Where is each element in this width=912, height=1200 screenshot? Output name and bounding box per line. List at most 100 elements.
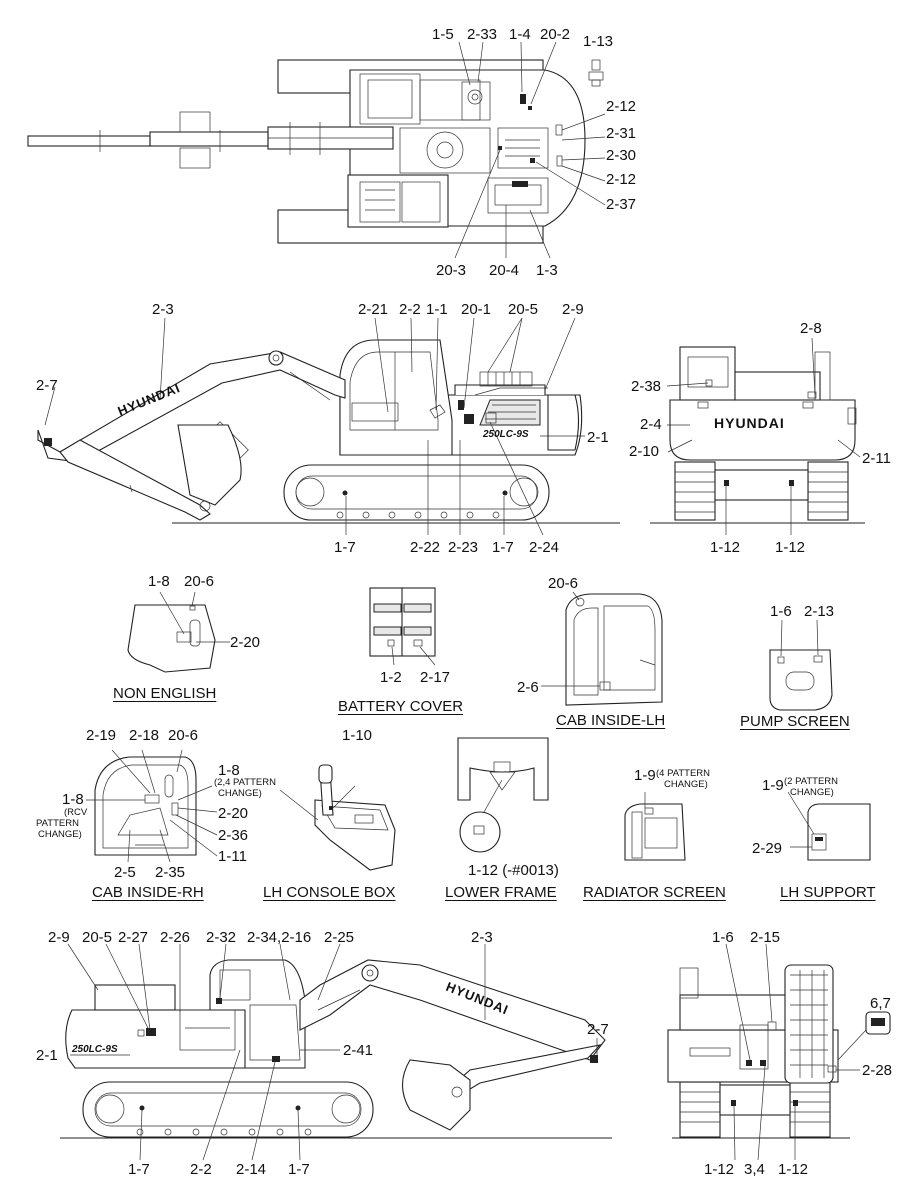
callout-label: 2-21 xyxy=(358,301,389,318)
callout-label: 2-17 xyxy=(420,669,451,686)
callout-label: 1-12 xyxy=(775,539,806,556)
right-side-view-drawing xyxy=(60,943,612,1161)
callout-label: 1-8 xyxy=(148,573,170,590)
callout-label: 2-30 xyxy=(606,147,637,164)
pattern-note: CHANGE) xyxy=(790,787,834,798)
callout-label: 1-3 xyxy=(536,262,558,279)
caption-radiator-screen: RADIATOR SCREEN xyxy=(583,884,726,901)
callout-label: 1-5 xyxy=(432,26,454,43)
pattern-note: (2 PATTERN xyxy=(784,776,839,787)
callout-label: 2-9 xyxy=(562,301,584,318)
callout-label: 2-12 xyxy=(606,171,637,188)
callout-label: 1-7 xyxy=(492,539,514,556)
caption-cab-inside-rh: CAB INSIDE-RH xyxy=(92,884,204,901)
callout-label: 2-33 xyxy=(467,26,498,43)
pattern-note: CHANGE) xyxy=(38,829,82,840)
callout-label: 1-2 xyxy=(380,669,402,686)
callout-label: 2-4 xyxy=(640,416,662,433)
callout-label: 2-12 xyxy=(606,98,637,115)
callout-label: 1-8 xyxy=(62,791,84,808)
callout-label: 1-9 xyxy=(762,777,784,794)
callout-label: 2-25 xyxy=(324,929,355,946)
callout-label: 2-23 xyxy=(448,539,479,556)
callout-label: 2-32 xyxy=(206,929,237,946)
front-view-drawing xyxy=(667,943,891,1161)
callout-label: 2-37 xyxy=(606,196,637,213)
callout-label: 2-28 xyxy=(862,1062,893,1079)
callout-label: 2-22 xyxy=(410,539,441,556)
callout-label: 1-12 (-#0013) xyxy=(468,862,559,879)
top-view-drawing xyxy=(27,41,606,259)
callout-label: 20-6 xyxy=(184,573,215,590)
caption-lower-frame: LOWER FRAME xyxy=(445,884,557,901)
callout-label: 2-34,2-16 xyxy=(247,929,312,946)
callout-label: 1-9 xyxy=(634,767,656,784)
callout-label: 2-18 xyxy=(129,727,160,744)
callout-label: 2-7 xyxy=(587,1021,609,1038)
caption-battery-cover: BATTERY COVER xyxy=(338,698,464,715)
callout-label: 2-10 xyxy=(629,443,660,460)
callout-label: 20-3 xyxy=(436,262,467,279)
lh-console-box-drawing xyxy=(279,764,396,871)
caption-lh-support: LH SUPPORT xyxy=(780,884,876,901)
pattern-note: CHANGE) xyxy=(664,779,708,790)
cab-inside-rh-drawing xyxy=(86,749,218,863)
caption-lh-console-box: LH CONSOLE BOX xyxy=(263,884,396,901)
pattern-note: (2,4 PATTERN xyxy=(214,777,276,788)
radiator-screen-drawing xyxy=(624,792,686,861)
callout-label: 1-7 xyxy=(334,539,356,556)
model-badge-left: 250LC-9S xyxy=(482,429,529,440)
callout-label: 2-35 xyxy=(155,864,186,881)
battery-cover-drawing xyxy=(369,587,436,666)
callout-label: 2-29 xyxy=(752,840,783,857)
callout-label: 1-6 xyxy=(712,929,734,946)
caption-cab-inside-lh: CAB INSIDE-LH xyxy=(556,712,666,729)
callout-label: 2-5 xyxy=(114,864,136,881)
callout-label: 20-5 xyxy=(508,301,539,318)
pattern-note: (4 PATTERN xyxy=(656,768,711,779)
lower-frame-drawing xyxy=(457,737,549,853)
callout-label: 20-6 xyxy=(168,727,199,744)
non-english-drawing xyxy=(127,591,230,673)
callout-label: 6,7 xyxy=(870,995,891,1012)
callout-label: 2-7 xyxy=(36,377,58,394)
callout-label: 1-7 xyxy=(288,1161,310,1178)
lh-support-drawing xyxy=(787,791,871,861)
callout-label: 3,4 xyxy=(744,1161,765,1178)
callout-label: 2-2 xyxy=(399,301,421,318)
callout-label: 2-14 xyxy=(236,1161,267,1178)
left-side-view-drawing xyxy=(37,317,620,536)
pattern-note: CHANGE) xyxy=(218,788,262,799)
caption-non-english: NON ENGLISH xyxy=(113,685,217,702)
callout-label: 2-20 xyxy=(230,634,261,651)
callout-label: 2-6 xyxy=(517,679,539,696)
callout-label: 20-4 xyxy=(489,262,520,279)
callout-label: 1-11 xyxy=(218,848,247,865)
callout-label: 2-13 xyxy=(804,603,835,620)
callout-label: 2-3 xyxy=(471,929,493,946)
caption-pump-screen: PUMP SCREEN xyxy=(740,713,850,730)
callout-label: 2-26 xyxy=(160,929,191,946)
callout-label: 2-20 xyxy=(218,805,249,822)
callout-label: 2-19 xyxy=(86,727,117,744)
callout-label: 2-9 xyxy=(48,929,70,946)
callout-label: 2-41 xyxy=(343,1042,374,1059)
callout-label: 2-38 xyxy=(631,378,662,395)
callout-label: 1-6 xyxy=(770,603,792,620)
callout-label: 1-7 xyxy=(128,1161,150,1178)
callout-label: 2-2 xyxy=(190,1161,212,1178)
callout-label: 20-5 xyxy=(82,929,113,946)
callout-label: 1-10 xyxy=(342,727,373,744)
callout-label: 2-11 xyxy=(862,450,891,467)
callout-label: 2-1 xyxy=(587,429,609,446)
pattern-note: (RCV xyxy=(64,807,88,818)
brand-name-rear: HYUNDAI xyxy=(714,415,785,431)
callout-label: 20-1 xyxy=(461,301,492,318)
rear-view-drawing xyxy=(650,337,865,535)
pump-screen-drawing xyxy=(769,619,833,711)
callout-label: 1-12 xyxy=(710,539,741,556)
callout-label: 20-2 xyxy=(540,26,571,43)
callout-label: 1-8 xyxy=(218,762,240,779)
